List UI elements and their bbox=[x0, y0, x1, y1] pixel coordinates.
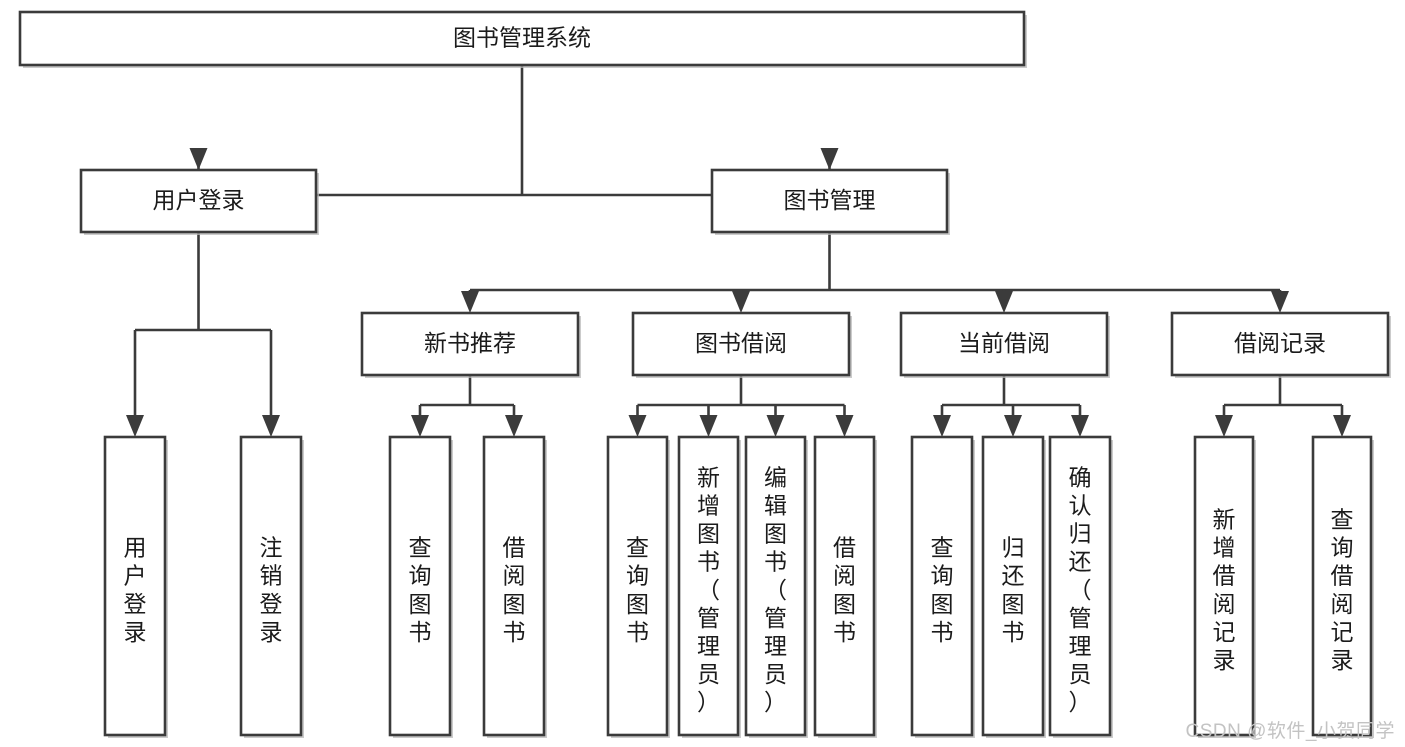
node-leaf-query-book-3[interactable]: 查询图书 bbox=[910, 435, 975, 738]
node-label: 图书借阅 bbox=[695, 330, 787, 356]
node-current-borrow[interactable]: 当前借阅 bbox=[899, 311, 1110, 378]
node-leaf-borrow-book-1[interactable]: 借阅图书 bbox=[482, 435, 547, 738]
node-label: 查询图书 bbox=[931, 535, 954, 645]
node-root[interactable]: 图书管理系统 bbox=[18, 10, 1027, 68]
node-label: 用户登录 bbox=[124, 535, 147, 645]
node-leaf-logout[interactable]: 注销登录 bbox=[239, 435, 304, 738]
node-label: 查询借阅记录 bbox=[1331, 507, 1354, 673]
node-label: 图书管理系统 bbox=[453, 25, 591, 51]
node-leaf-query-record[interactable]: 查询借阅记录 bbox=[1311, 435, 1374, 738]
node-label: 查询图书 bbox=[626, 535, 649, 645]
node-label: 当前借阅 bbox=[958, 330, 1050, 356]
node-leaf-return-book[interactable]: 归还图书 bbox=[981, 435, 1046, 738]
node-label: 用户登录 bbox=[153, 187, 245, 213]
node-layer: 图书管理系统用户登录图书管理新书推荐图书借阅当前借阅借阅记录用户登录注销登录查询… bbox=[18, 10, 1391, 738]
node-leaf-query-book-2[interactable]: 查询图书 bbox=[606, 435, 670, 738]
node-leaf-edit-book[interactable]: 编辑图书（管理员） bbox=[744, 435, 808, 738]
edge-layer bbox=[126, 65, 1351, 437]
node-borrow-record[interactable]: 借阅记录 bbox=[1170, 311, 1391, 378]
node-book-borrow[interactable]: 图书借阅 bbox=[631, 311, 852, 378]
node-label: 注销登录 bbox=[260, 535, 283, 645]
node-label: 借阅图书 bbox=[503, 535, 526, 645]
node-label: 归还图书 bbox=[1002, 535, 1025, 645]
node-leaf-query-book-1[interactable]: 查询图书 bbox=[388, 435, 453, 738]
node-label: 新增借阅记录 bbox=[1213, 507, 1236, 673]
watermark-text: CSDN @软件_小贺同学 bbox=[1185, 721, 1395, 742]
node-book-manage[interactable]: 图书管理 bbox=[710, 168, 950, 235]
node-leaf-add-record[interactable]: 新增借阅记录 bbox=[1193, 435, 1256, 738]
node-leaf-user-login[interactable]: 用户登录 bbox=[103, 435, 168, 738]
node-label: 借阅图书 bbox=[833, 535, 856, 645]
node-leaf-add-book[interactable]: 新增图书（管理员） bbox=[677, 435, 741, 738]
node-leaf-confirm-return[interactable]: 确认归还（管理员） bbox=[1048, 435, 1113, 738]
node-label: 编辑图书（管理员） bbox=[764, 465, 787, 715]
node-label: 确认归还（管理员） bbox=[1069, 465, 1092, 715]
node-label: 借阅记录 bbox=[1234, 330, 1326, 356]
node-leaf-borrow-book-2[interactable]: 借阅图书 bbox=[813, 435, 877, 738]
node-label: 新书推荐 bbox=[424, 330, 516, 356]
node-new-book-rec[interactable]: 新书推荐 bbox=[360, 311, 581, 378]
node-user-login[interactable]: 用户登录 bbox=[79, 168, 319, 235]
node-label: 图书管理 bbox=[784, 187, 876, 213]
node-label: 查询图书 bbox=[409, 535, 432, 645]
node-label: 新增图书（管理员） bbox=[697, 465, 720, 715]
